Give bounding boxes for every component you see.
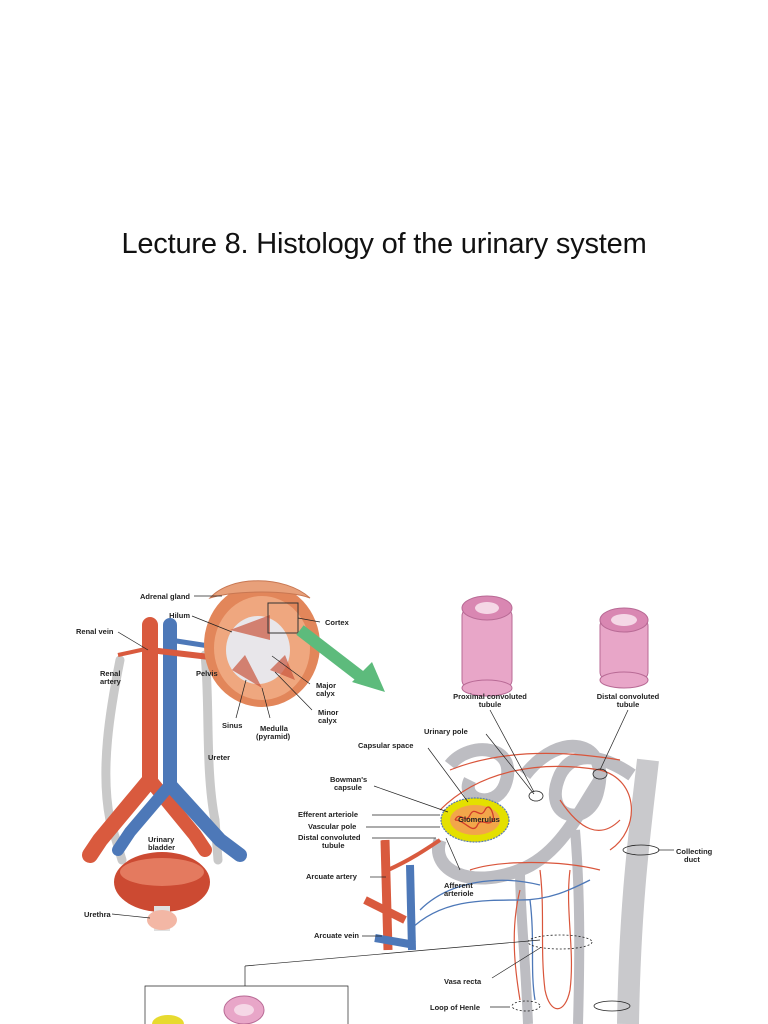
label-cortex: Cortex	[325, 618, 350, 627]
label-afferent-line2: arteriole	[444, 889, 474, 898]
label-capsular-space: Capsular space	[358, 741, 413, 750]
label-urinary-pole: Urinary pole	[424, 727, 468, 736]
label-ureter: Ureter	[208, 753, 230, 762]
label-vasa-recta: Vasa recta	[444, 977, 482, 986]
proximal-section-marker	[528, 790, 544, 802]
loop-of-henle-ascending	[570, 829, 585, 1024]
distal-section-marker	[592, 768, 608, 780]
label-major-calyx-line2: calyx	[316, 689, 336, 698]
label-pelvis: Pelvis	[196, 669, 218, 678]
loop-of-henle-descending	[515, 869, 533, 1024]
zoom-arrow-head	[352, 662, 385, 692]
thin-segment-section	[152, 1015, 184, 1024]
distal-tubule-illustration	[599, 607, 649, 689]
label-minor-calyx-line1: Minor	[318, 708, 338, 717]
label-minor-calyx-line2: calyx	[318, 716, 338, 725]
kidney	[204, 583, 320, 707]
label-vascular-pole: Vascular pole	[308, 822, 356, 831]
label-bowmans-line2: capsule	[334, 783, 362, 792]
proximal-tubule-illustration	[461, 595, 513, 697]
label-afferent-line1: Afferent	[444, 881, 473, 890]
label-sinus: Sinus	[222, 721, 242, 730]
label-major-calyx-line1: Major	[316, 681, 336, 690]
label-collecting-line1: Collecting	[676, 847, 713, 856]
adrenal-gland	[208, 580, 311, 600]
label-glomerulus: Glomerulus	[458, 815, 500, 824]
label-renal-artery-line2: artery	[100, 677, 122, 686]
ureter-right	[200, 650, 223, 865]
collecting-lower-marker	[593, 1000, 631, 1012]
arcuate-artery-branch	[363, 896, 407, 924]
label-renal-artery-line1: Renal	[100, 669, 120, 678]
label-urinary-bladder-line1: Urinary	[148, 835, 175, 844]
label-proximal-line1: Proximal convoluted	[453, 692, 527, 701]
label-adrenal-gland: Adrenal gland	[140, 592, 190, 601]
afferent-arteriole	[387, 838, 442, 872]
urinary-system-figure: Adrenal gland Hilum Cortex Renal vein Re…	[0, 570, 768, 1024]
label-proximal-line2: tubule	[479, 700, 502, 709]
venous-network	[409, 879, 591, 1001]
vasa-recta-marker	[527, 934, 593, 950]
thick-segment-lumen	[234, 1004, 254, 1016]
label-urethra: Urethra	[84, 910, 112, 919]
renal-artery-left	[117, 646, 151, 657]
label-renal-vein: Renal vein	[76, 627, 114, 636]
arcuate-artery	[380, 839, 393, 951]
label-distal-line2: tubule	[617, 700, 640, 709]
slide-title: Lecture 8. Histology of the urinary syst…	[121, 228, 647, 260]
bracket-connector	[244, 939, 541, 967]
tubule-loop-1	[444, 743, 515, 807]
label-arcuate-artery: Arcuate artery	[306, 872, 358, 881]
detail-bracket	[144, 985, 349, 1024]
iliac-vein	[112, 779, 176, 856]
label-bowmans-line1: Bowman's	[330, 775, 367, 784]
label-loop-of-henle: Loop of Henle	[430, 1003, 480, 1012]
peritubular-capillaries	[439, 752, 632, 1010]
label-medulla-line1: Medulla	[260, 724, 289, 733]
label-medulla-line2: (pyramid)	[256, 732, 291, 741]
figure-svg: Adrenal gland Hilum Cortex Renal vein Re…	[76, 580, 713, 1024]
collecting-duct	[617, 758, 659, 1024]
ureter-left	[101, 655, 127, 865]
label-distal-tubule-line2: tubule	[322, 841, 345, 850]
label-distal-line1: Distal convoluted	[597, 692, 660, 701]
label-hilum: Hilum	[169, 611, 190, 620]
arcuate-vein-branch	[374, 934, 416, 949]
label-efferent-arteriole: Efferent arteriole	[298, 810, 358, 819]
vena-cava	[163, 618, 247, 862]
arcuate-vein	[406, 864, 416, 951]
label-collecting-line2: duct	[684, 855, 700, 864]
zoom-arrow	[296, 625, 369, 685]
label-distal-tubule-line1: Distal convoluted	[298, 833, 361, 842]
label-urinary-bladder-line2: bladder	[148, 843, 175, 852]
label-arcuate-vein: Arcuate vein	[314, 931, 359, 940]
aorta	[82, 617, 158, 863]
renal-corpuscle	[440, 797, 510, 843]
loop-marker	[511, 1000, 541, 1012]
urinary-bladder	[114, 852, 210, 931]
